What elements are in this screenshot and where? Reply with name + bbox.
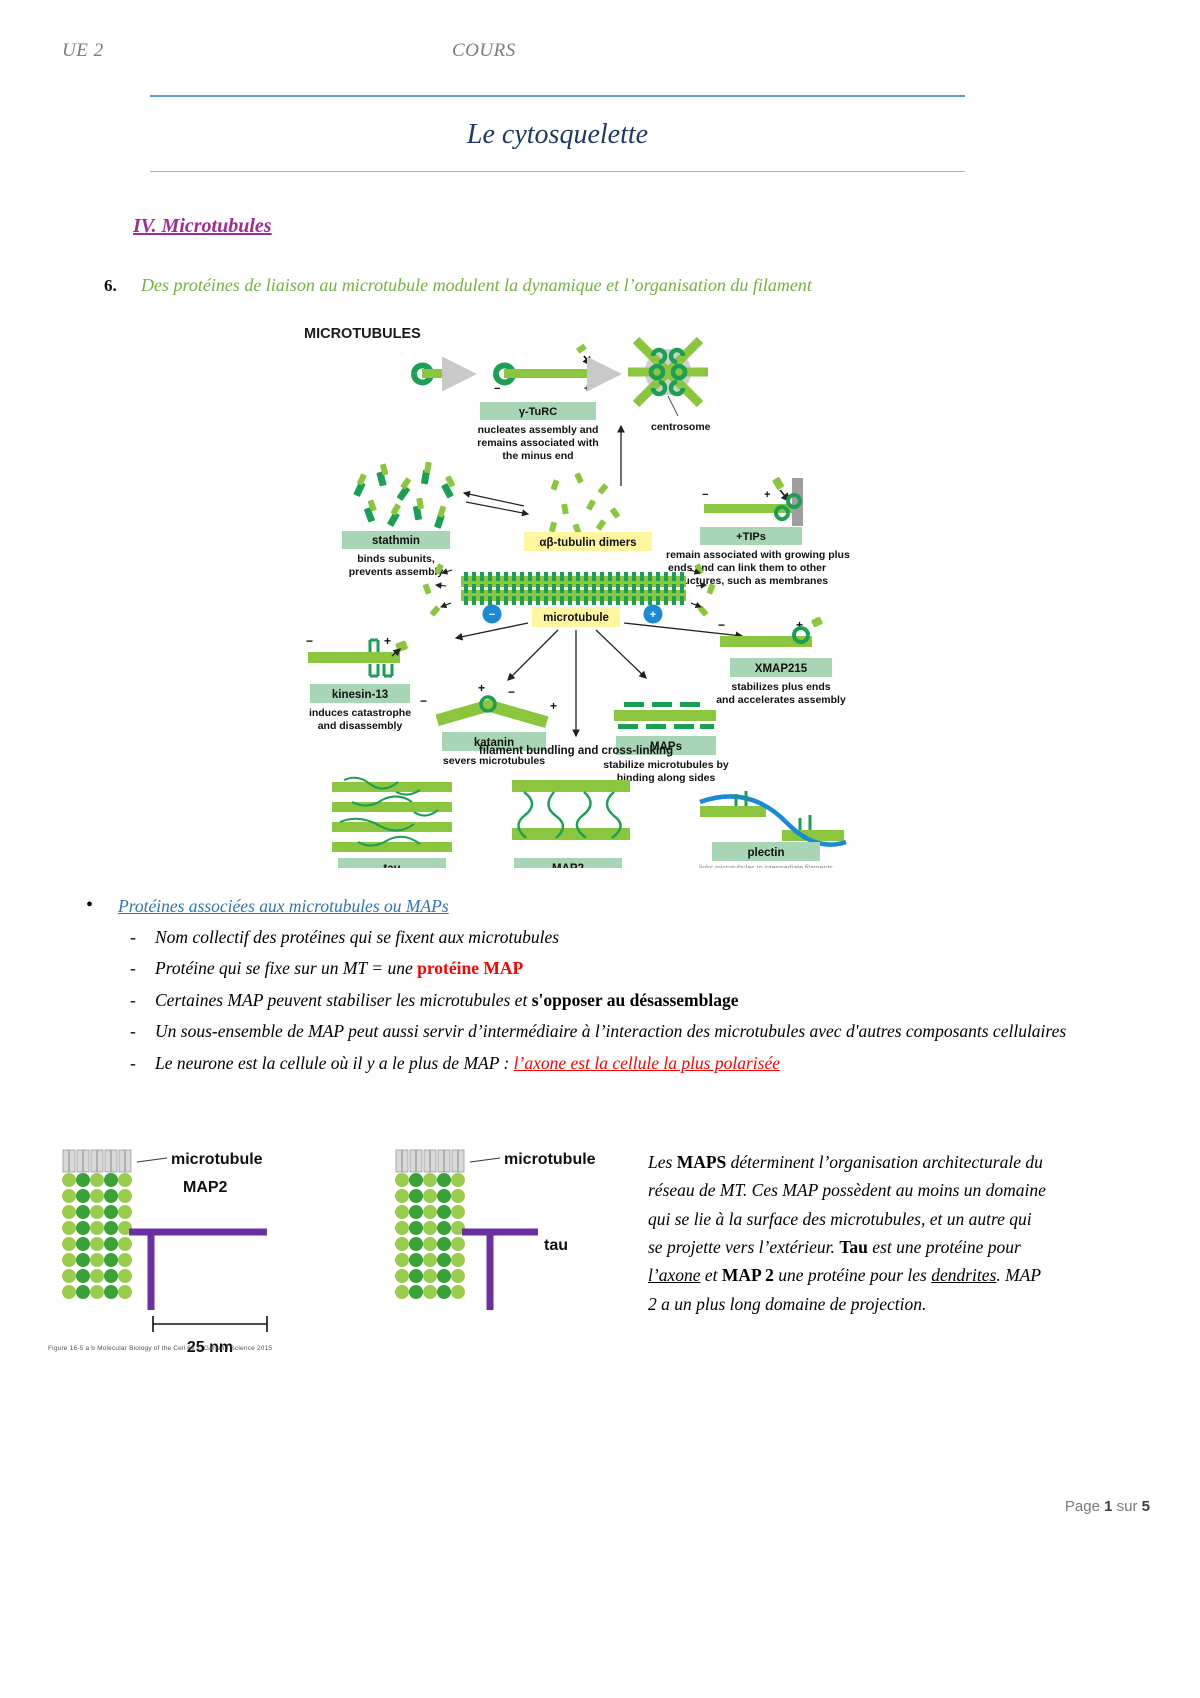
bullet-item-5-highlight: l’axone est la cellule la plus polarisée	[513, 1052, 780, 1073]
svg-text:structures, such as membranes: structures, such as membranes	[670, 575, 828, 587]
maps-paragraph: Les MAPS déterminent l’organisation arch…	[648, 1148, 1048, 1318]
para-t1: Les	[648, 1152, 677, 1172]
figure1-title: MICROTUBULES	[304, 326, 421, 342]
para-b1: MAPS	[676, 1152, 727, 1172]
title-rule-bottom	[150, 171, 965, 172]
footer-prefix: Page	[1064, 1498, 1105, 1515]
label-gturc: γ-TuRC	[519, 406, 557, 418]
label-tips: +TIPs	[736, 531, 766, 543]
svg-text:remains associated with: remains associated with	[477, 437, 598, 449]
svg-text:prevents assembly: prevents assembly	[349, 566, 444, 578]
bullet-item-2-highlight: protéine MAP	[417, 958, 524, 979]
svg-text:and disassembly: and disassembly	[318, 720, 403, 732]
bullet-item-5-text: Le neurone est la cellule où il y a le p…	[155, 1052, 514, 1073]
svg-text:−: −	[718, 618, 725, 632]
bullet-item-2: Protéine qui se fixe sur un MT = une pro…	[78, 957, 1078, 980]
label-centrosome: centrosome	[651, 421, 711, 433]
bullet-item-5: Le neurone est la cellule où il y a le p…	[78, 1052, 1078, 1075]
svg-text:+: +	[584, 383, 590, 395]
fig2-scale-label: 25 nm	[187, 1339, 233, 1356]
bullet-item-3-highlight: s'opposer au désassemblage	[531, 989, 739, 1010]
para-t4: et	[700, 1265, 722, 1286]
label-katanin: katanin	[474, 737, 514, 749]
svg-text:binds subunits,: binds subunits,	[357, 553, 435, 565]
subsection-heading: 6. Des protéines de liaison au microtubul…	[104, 275, 1004, 296]
svg-text:+: +	[764, 489, 770, 501]
bullet-main: Protéines associées aux microtubules ou …	[78, 894, 1078, 917]
para-t5: une protéine pour les	[773, 1265, 932, 1286]
svg-text:−: −	[306, 634, 313, 648]
label-tau: tau	[383, 863, 400, 868]
label-plectin: plectin	[747, 847, 784, 859]
page-header: UE 2 COURS	[0, 20, 1200, 61]
svg-text:stabilize microtubules by: stabilize microtubules by	[603, 759, 729, 771]
svg-text:binding along sides: binding along sides	[617, 772, 716, 784]
svg-text:+: +	[650, 609, 656, 621]
header-right-text: COURS	[452, 40, 516, 61]
label-tubulin-dimers: αβ-tubulin dimers	[539, 537, 636, 549]
para-b2: Tau	[839, 1237, 868, 1258]
svg-text:+: +	[384, 634, 391, 648]
svg-text:ends and can link them to othe: ends and can link them to other	[668, 562, 826, 574]
fig2-label-microtubule: microtubule	[171, 1151, 263, 1168]
label-stathmin: stathmin	[372, 535, 420, 547]
label-microtubule: microtubule	[543, 612, 609, 624]
svg-text:−: −	[494, 383, 500, 395]
para-t6: . MAP 2 a un plus long domaine de projec…	[648, 1265, 1041, 1314]
page-footer: Page 1 sur 5	[0, 1498, 1150, 1515]
svg-text:−: −	[702, 489, 708, 501]
svg-text:the minus end: the minus end	[502, 450, 573, 462]
svg-text:stabilizes plus ends: stabilizes plus ends	[731, 681, 830, 693]
map2-diagram: microtubule MAP2 25 nm	[45, 1140, 335, 1370]
svg-text:+: +	[478, 681, 485, 695]
footer-total-pages: 5	[1141, 1498, 1150, 1515]
fig2-label-map2: MAP2	[183, 1179, 228, 1196]
bullet-item-4: Un sous-ensemble de MAP peut aussi servi…	[78, 1020, 1078, 1043]
para-b3: MAP 2	[721, 1265, 774, 1286]
bullet-item-3-text: Certaines MAP peuvent stabiliser les mic…	[155, 989, 532, 1010]
label-kinesin-13: kinesin-13	[332, 689, 388, 701]
svg-text:and accelerates assembly: and accelerates assembly	[716, 694, 846, 706]
para-t3: est une protéine pour	[867, 1237, 1021, 1258]
label-map2: MAP2	[552, 863, 584, 868]
header-left-text: UE 2	[62, 40, 104, 61]
bullet-list: Protéines associées aux microtubules ou …	[78, 894, 1078, 1075]
bullet-item-3: Certaines MAP peuvent stabiliser les mic…	[78, 989, 1078, 1012]
svg-text:−: −	[420, 694, 427, 708]
subsection-text: Des protéines de liaison au microtubule …	[141, 275, 812, 295]
bullet-item-2-text: Protéine qui se fixe sur un MT = une	[155, 958, 418, 979]
svg-text:nucleates assembly and: nucleates assembly and	[478, 424, 599, 436]
title-block: Le cytosquelette	[150, 95, 965, 172]
tau-diagram: microtubule tau	[378, 1140, 628, 1340]
para-t2: déterminent l’organisation architectural…	[648, 1152, 1046, 1258]
svg-text:induces catastrophe: induces catastrophe	[309, 707, 411, 719]
bullet-item-4-text: Un sous-ensemble de MAP peut aussi servi…	[155, 1021, 1067, 1042]
bullet-item-1: Nom collectif des protéines qui se fixen…	[78, 926, 1078, 949]
label-xmap215: XMAP215	[755, 663, 808, 675]
subsection-number: 6.	[104, 276, 117, 295]
figure-credit: Figure 16-5 a b Molecular Biology of the…	[48, 1345, 273, 1352]
svg-text:links microtubules to intermed: links microtubules to intermediate filam…	[699, 865, 833, 868]
bullet-item-1-text: Nom collectif des protéines qui se fixen…	[155, 927, 560, 947]
svg-text:+: +	[550, 699, 557, 713]
fig3-label-tau: tau	[544, 1237, 568, 1254]
svg-text:−: −	[489, 609, 495, 621]
svg-text:remain associated with growing: remain associated with growing plus	[666, 549, 850, 561]
footer-current-page: 1	[1104, 1498, 1113, 1515]
label-maps: MAPs	[650, 741, 682, 753]
footer-middle: sur	[1112, 1498, 1142, 1515]
svg-text:−: −	[508, 685, 515, 699]
page-title: Le cytosquelette	[466, 119, 649, 150]
label-bundling: filament bundling and cross-linking	[479, 745, 673, 757]
fig3-label-microtubule: microtubule	[504, 1151, 596, 1168]
section-heading: IV. Microtubules	[133, 215, 272, 237]
svg-text:severs microtubules: severs microtubules	[443, 755, 545, 767]
bullet-main-text: Protéines associées aux microtubules ou …	[118, 896, 449, 916]
title-rule-top	[150, 95, 965, 97]
para-u2: dendrites	[931, 1265, 997, 1286]
para-u1: l’axone	[648, 1265, 701, 1286]
svg-text:+: +	[796, 618, 803, 632]
microtubules-diagram: MICROTUBULES − +	[296, 318, 856, 868]
